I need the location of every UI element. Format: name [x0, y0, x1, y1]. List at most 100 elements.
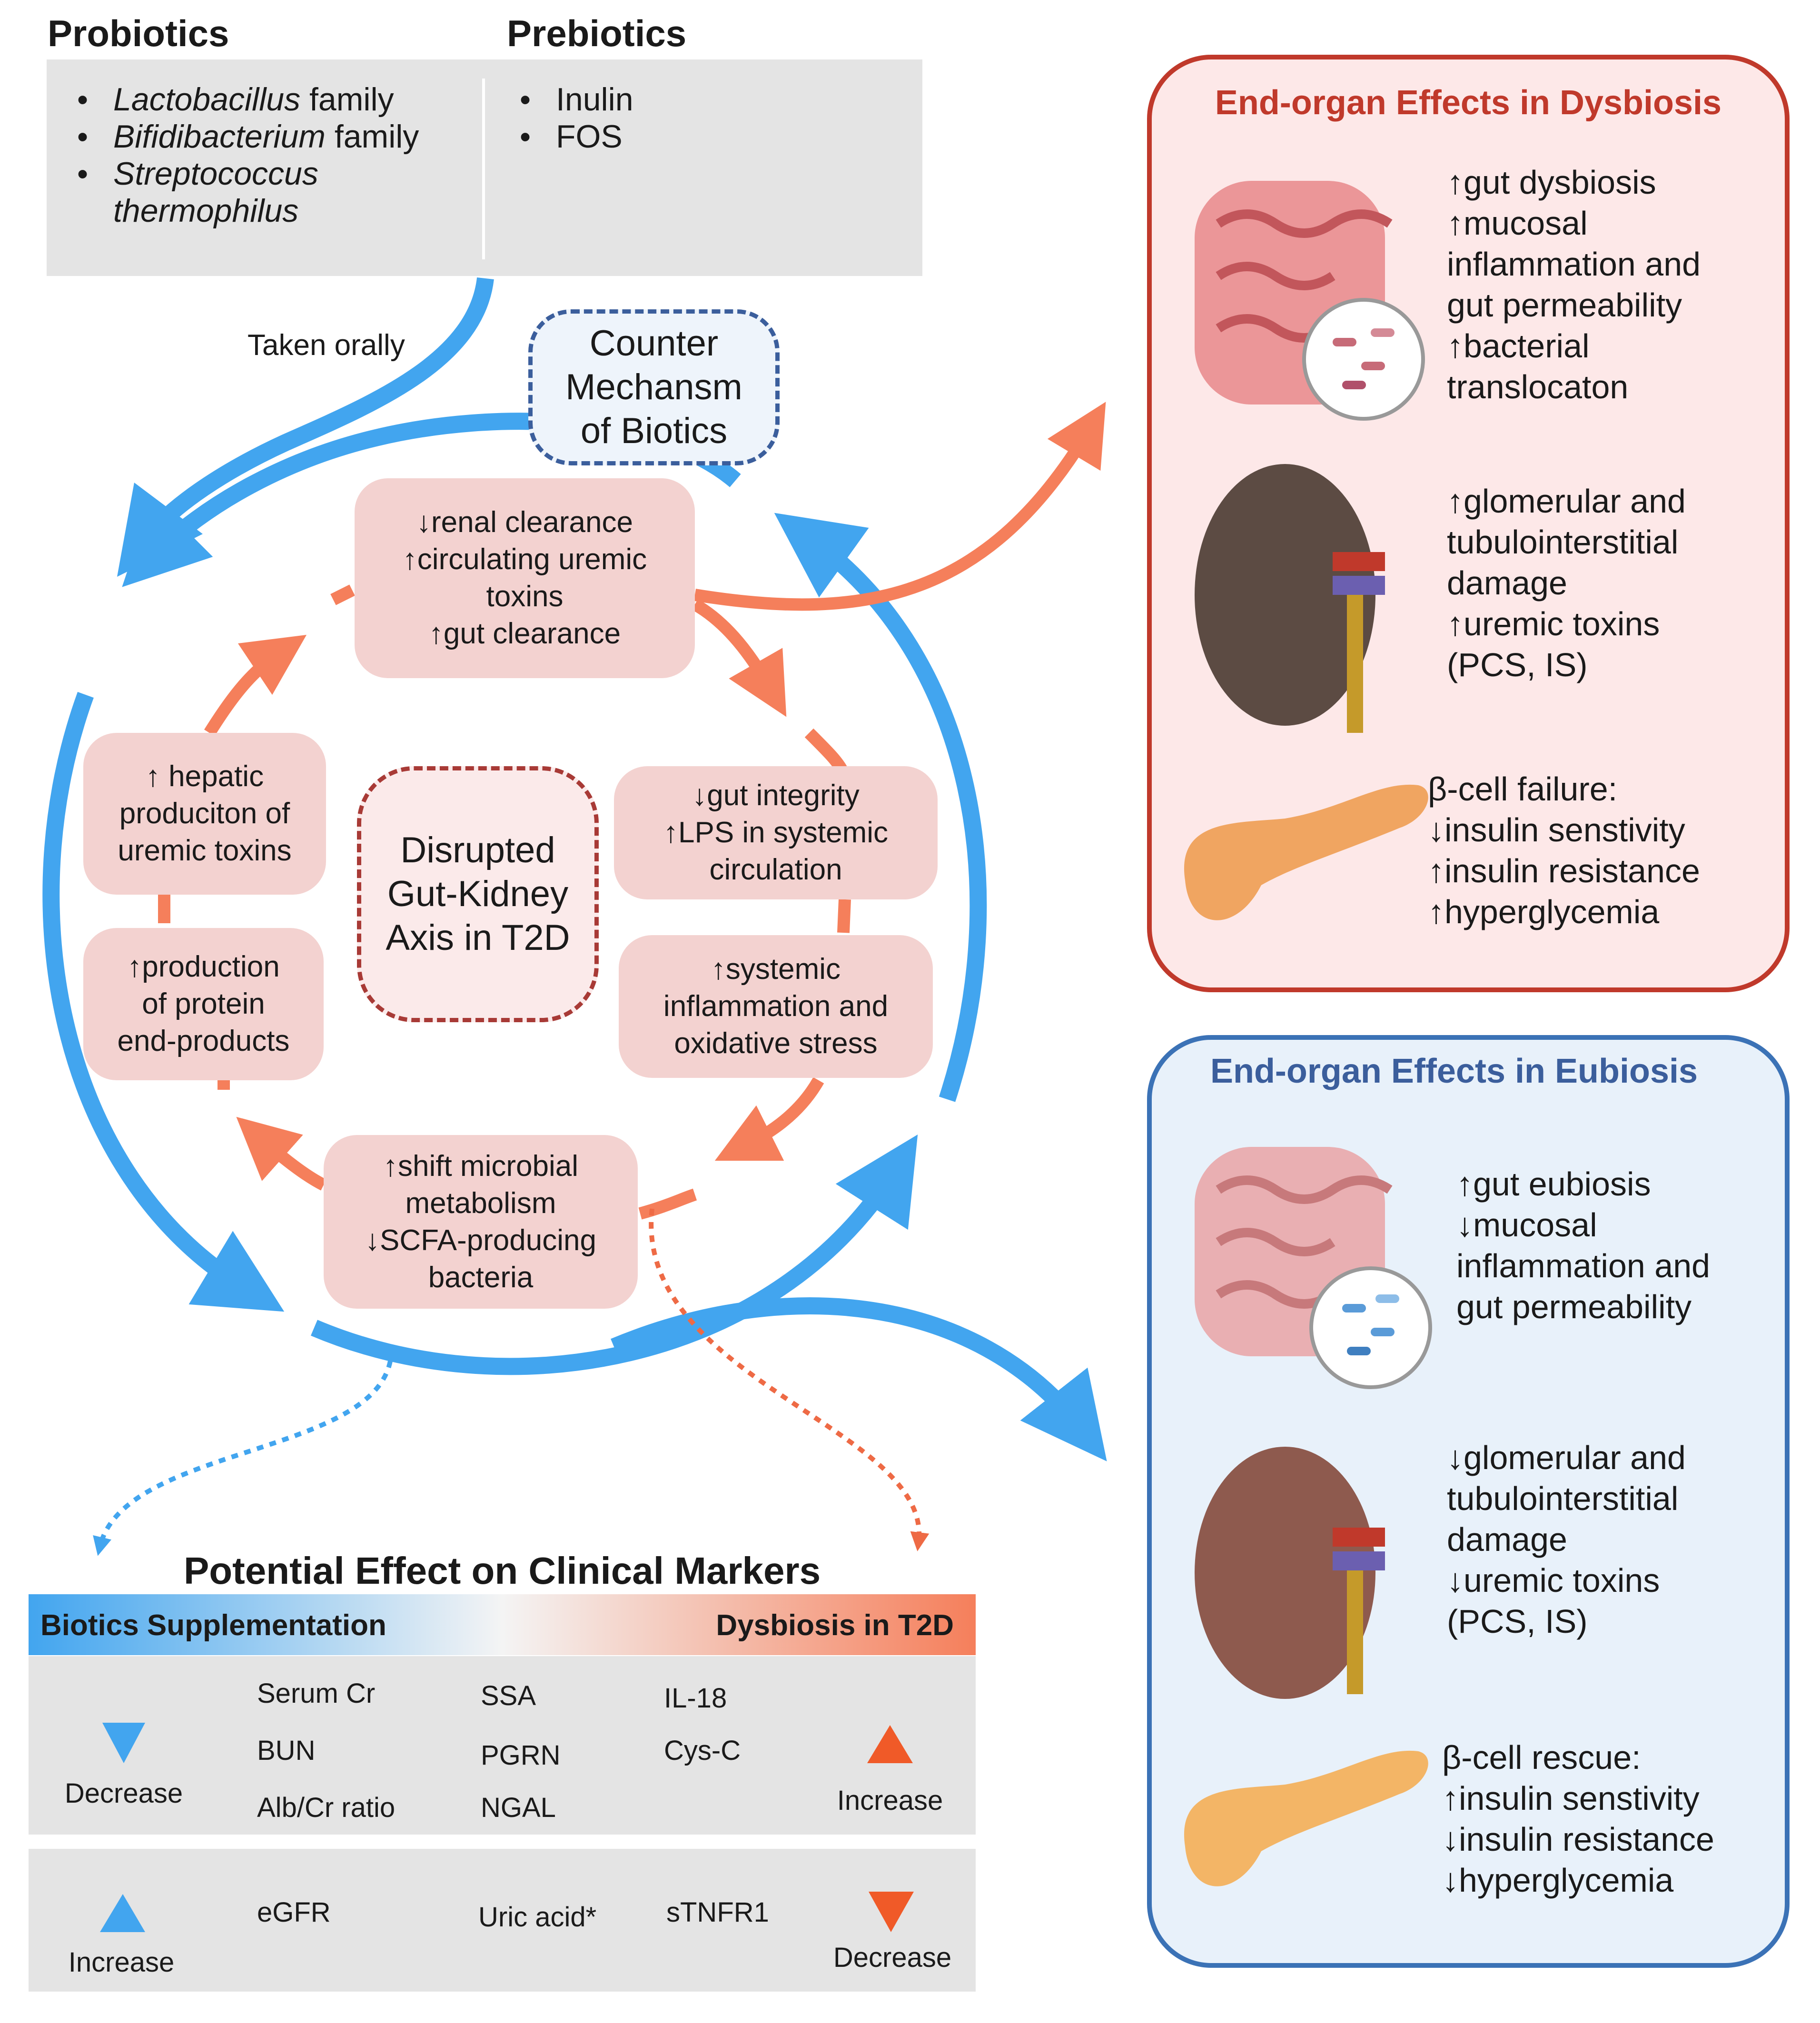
marker-egfr: eGFR	[257, 1897, 331, 1928]
orange-arrow-6	[236, 1116, 326, 1191]
counter-line: Mechansm	[565, 367, 742, 407]
node-hepatic-production: ↑ hepatic produciton of uremic toxins	[83, 733, 326, 895]
marker-il18: IL-18	[664, 1683, 727, 1714]
prebiotic-item: FOS	[489, 118, 822, 155]
eubiosis-pancreas-effects: β-cell rescue: ↑insulin senstivity ↓insu…	[1442, 1739, 1714, 1899]
eubiosis-gut-effects: ↑gut eubiosis ↓mucosal inflammation and …	[1456, 1165, 1711, 1325]
pancreas-dysbiosis-icon	[1184, 784, 1428, 920]
biotics-divider	[482, 79, 485, 259]
counter-line: Counter	[589, 323, 719, 364]
node-line: ↓SCFA-producing	[365, 1224, 596, 1257]
probiotics-list: Lactobacillus family Bifidibacterium fam…	[47, 81, 475, 229]
orange-arrow-3	[837, 899, 851, 933]
prebiotic-item: Inulin	[489, 81, 822, 118]
row2-right-label: Decrease	[833, 1942, 952, 1973]
marker-stnfr1: sTNFR1	[666, 1897, 769, 1928]
orange-arrow-dysbiosis	[693, 402, 1106, 611]
node-line: inflammation and	[663, 990, 889, 1023]
dysbiosis-kidney-effects: ↑glomerular and tubulointerstitial damag…	[1447, 483, 1686, 683]
dotted-orange-arrow	[649, 1208, 930, 1551]
marker-uric-acid: Uric acid*	[478, 1902, 597, 1933]
node-line: ↑systemic	[711, 953, 841, 986]
node-line: oxidative stress	[674, 1027, 878, 1060]
prebiotics-title: Prebiotics	[507, 12, 687, 54]
row1-right-label: Increase	[837, 1785, 943, 1816]
markers-title: Potential Effect on Clinical Markers	[183, 1549, 821, 1592]
marker-bun: BUN	[257, 1735, 316, 1766]
prebiotics-list: Inulin FOS	[489, 81, 822, 155]
row2-left-label: Increase	[68, 1947, 175, 1978]
dysbiosis-gut-effects: ↑gut dysbiosis ↑mucosal inflammation and…	[1447, 164, 1701, 405]
blue-arrow-eubiosis	[611, 1297, 1107, 1461]
marker-ssa: SSA	[481, 1680, 536, 1711]
increase-triangle-icon	[867, 1725, 913, 1763]
orange-arrow-2	[804, 728, 848, 774]
node-line: ↓gut integrity	[692, 779, 860, 812]
node-line: of protein	[142, 987, 265, 1020]
eubiosis-panel-title: End-organ Effects in Eubiosis	[1210, 1052, 1698, 1090]
orange-arrow-4	[714, 1077, 824, 1161]
increase-triangle-icon-2	[100, 1894, 145, 1932]
node-line: metabolism	[405, 1186, 556, 1220]
blue-arrow-left	[42, 691, 285, 1312]
intestine-eubiosis-icon	[1195, 1147, 1432, 1389]
taken-orally-label: Taken orally	[247, 329, 405, 362]
probiotic-item: Bifidibacterium family	[47, 118, 475, 155]
markers-row-1-bg	[29, 1656, 976, 1835]
markers-left-header: Biotics Supplementation	[40, 1609, 386, 1642]
orange-arrow-1	[692, 599, 787, 717]
decrease-triangle-icon	[102, 1723, 145, 1763]
node-renal-clearance: ↓renal clearance ↑circulating uremic tox…	[355, 478, 695, 678]
orange-arrow-10	[330, 584, 355, 605]
orange-arrow-5	[638, 1188, 697, 1220]
marker-pgrn: PGRN	[481, 1740, 561, 1771]
node-line: circulation	[709, 853, 842, 886]
dysbiosis-pancreas-effects: β-cell failure: ↓insulin senstivity ↑ins…	[1428, 770, 1700, 930]
counter-mechanism-box: Counter Mechansm of Biotics	[528, 309, 780, 465]
decrease-triangle-icon-2	[869, 1892, 914, 1932]
dysbiosis-panel-title: End-organ Effects in Dysbiosis	[1215, 84, 1722, 122]
markers-right-header: Dysbiosis in T2D	[716, 1609, 954, 1642]
dotted-blue-arrow	[93, 1361, 393, 1556]
probiotic-item: Streptococcus	[47, 155, 475, 192]
node-line: end-products	[117, 1025, 290, 1057]
node-systemic-inflammation: ↑systemic inflammation and oxidative str…	[619, 935, 933, 1078]
node-line: toxins	[486, 580, 564, 613]
kidney-dysbiosis-icon	[1195, 464, 1385, 733]
probiotic-item: Lactobacillus family	[47, 81, 475, 118]
node-gut-integrity: ↓gut integrity ↑LPS in systemic circulat…	[614, 766, 938, 899]
intestine-dysbiosis-icon	[1195, 181, 1425, 421]
node-line: ↑ hepatic	[145, 760, 264, 793]
marker-ngal: NGAL	[481, 1792, 556, 1823]
eubiosis-kidney-effects: ↓glomerular and tubulointerstitial damag…	[1447, 1439, 1686, 1640]
counter-line: of Biotics	[580, 411, 728, 451]
marker-serum-cr: Serum Cr	[257, 1678, 376, 1709]
node-line: ↑production	[127, 950, 280, 983]
probiotic-item-cont: thermophilus	[113, 193, 299, 229]
center-line: Gut-Kidney	[387, 874, 569, 914]
marker-cysc: Cys-C	[664, 1735, 741, 1766]
node-line: uremic toxins	[118, 834, 292, 867]
orange-arrow-9	[204, 634, 307, 736]
marker-alb-cr: Alb/Cr ratio	[257, 1792, 396, 1823]
node-shift-microbial: ↑shift microbial metabolism ↓SCFA-produc…	[324, 1135, 638, 1309]
node-protein-production: ↑production of protein end-products	[83, 928, 324, 1080]
kidney-eubiosis-icon	[1195, 1447, 1385, 1699]
markers-row-2-bg	[29, 1849, 976, 1992]
node-line: bacteria	[428, 1261, 534, 1294]
node-line: ↑LPS in systemic	[663, 816, 889, 849]
node-line: ↑circulating uremic	[402, 543, 647, 576]
center-axis-box: Disrupted Gut-Kidney Axis in T2D	[357, 766, 599, 1022]
center-line: Disrupted	[400, 830, 555, 870]
node-line: ↑gut clearance	[428, 617, 621, 650]
probiotics-title: Probiotics	[48, 12, 229, 54]
node-line: ↑shift microbial	[383, 1149, 578, 1183]
node-line: produciton of	[119, 797, 290, 830]
biotics-box: Lactobacillus family Bifidibacterium fam…	[47, 59, 922, 276]
pancreas-eubiosis-icon	[1184, 1750, 1428, 1886]
row1-left-label: Decrease	[64, 1778, 183, 1809]
node-line: ↓renal clearance	[416, 506, 633, 539]
markers-header-bar	[29, 1594, 976, 1655]
blue-arrow-bottom	[310, 1135, 918, 1375]
center-line: Axis in T2D	[386, 918, 570, 958]
